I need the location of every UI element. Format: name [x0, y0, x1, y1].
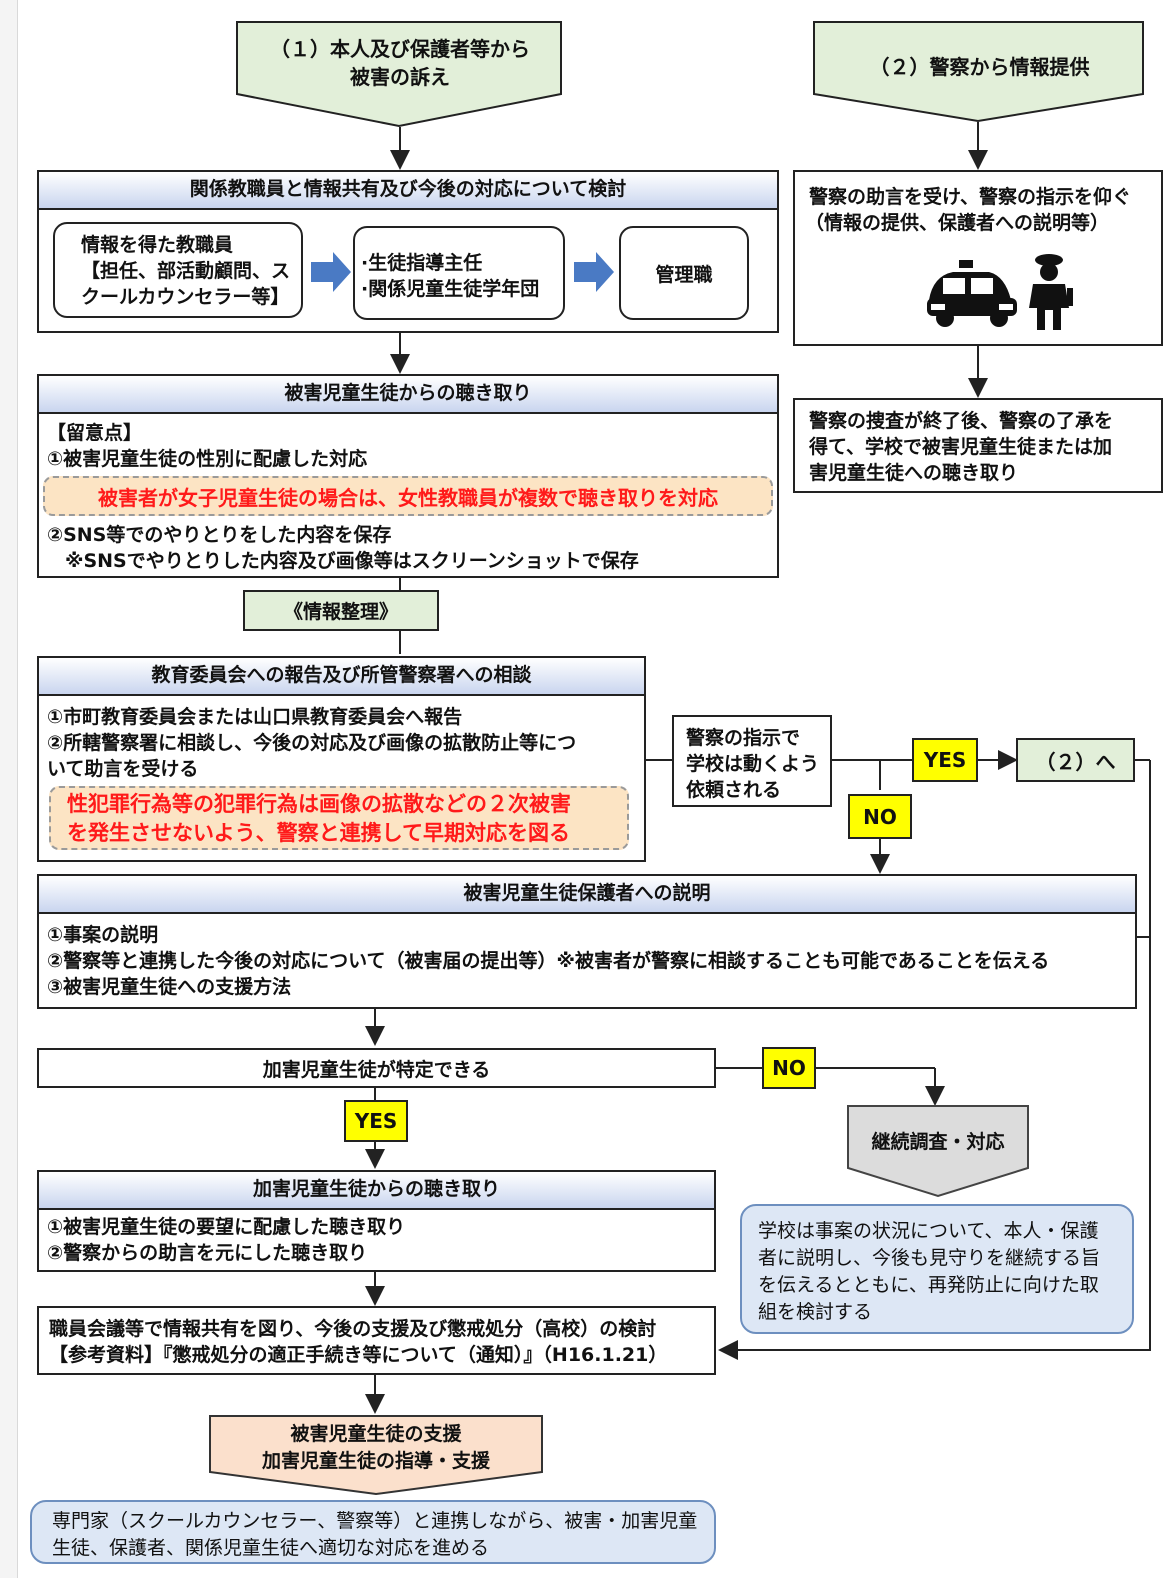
police-request-box: 警察の指示で 学校は動くよう 依頼される [672, 715, 832, 807]
left-edge-rule [0, 0, 18, 1578]
start-1-line-1: （１）本人及び保護者等から [270, 37, 530, 61]
support-line-1: 被害児童生徒の支援 [290, 1423, 462, 1445]
consult-box-a: 情報を得た教職員 【担任、部活動顧問、ス クールカウンセラー等】 [53, 222, 303, 318]
report-note-line-2: を発生させないよう、警察と連携して早期対応を図る [67, 821, 570, 845]
continue-note-line-1: 学校は事案の状況について、本人・保護 [758, 1220, 1099, 1242]
report-title: 教育委員会への報告及び所管警察署への相談 [39, 658, 644, 696]
police-request-line-1: 警察の指示で [686, 727, 801, 749]
start-1-shape [236, 21, 562, 128]
police-car-icon [927, 260, 1017, 327]
no-badge-identify: NO [762, 1047, 816, 1089]
guardian-title: 被害児童生徒保護者への説明 [39, 876, 1135, 914]
identify-box: 加害児童生徒が特定できる [37, 1048, 716, 1088]
police-advice-line-2: （情報の提供、保護者への説明等） [805, 212, 1110, 234]
consult-box-a-line-3: クールカウンセラー等】 [81, 286, 290, 308]
block-arrow-right-icon [311, 252, 351, 292]
yes-badge-identify: YES [344, 1100, 408, 1142]
info-sort-box: 《情報整理》 [243, 590, 439, 631]
staff-meeting-box: 職員会議等で情報共有を図り、今後の支援及び懲戒処分（高校）の検討 【参考資料】『… [37, 1306, 716, 1375]
consult-box-b-line-1: ·生徒指導主任 [361, 252, 483, 274]
report-note: 性犯罪行為等の犯罪行為は画像の拡散などの２次被害 を発生させないよう、警察と連携… [49, 786, 629, 850]
start-2-label: （２）警察から情報提供 [869, 54, 1090, 79]
no-badge-police: NO [848, 794, 912, 839]
consult-box-a-line-2: 【担任、部活動顧問、ス [81, 260, 291, 282]
offender-interview-title: 加害児童生徒からの聴き取り [39, 1172, 714, 1210]
yes-badge-police: YES [912, 738, 978, 782]
police-advice-line-1: 警察の助言を受け、警察の指示を仰ぐ [809, 186, 1132, 208]
block-arrow-right-icon [574, 252, 614, 292]
support-shape [209, 1415, 543, 1496]
continue-shape [847, 1105, 1029, 1198]
police-officer-icon [1029, 254, 1073, 330]
start-2-shape [813, 21, 1144, 123]
offender-interview-line-2: ②警察からの助言を元にした聴き取り [47, 1242, 368, 1264]
police-request-line-3: 依頼される [686, 779, 782, 801]
support-label: 被害児童生徒の支援 加害児童生徒の指導・支援 [208, 1420, 544, 1476]
consult-box-b-line-2: ·関係児童生徒学年団 [361, 278, 540, 300]
report-line-3: いて助言を受ける [47, 758, 199, 780]
report-note-line-1: 性犯罪行為等の犯罪行為は画像の拡散などの２次被害 [67, 792, 571, 816]
support-line-2: 加害児童生徒の指導・支援 [261, 1450, 490, 1472]
police-after-line-2: 得て、学校で被害児童生徒または加 [809, 436, 1113, 458]
consult-box-b: ·生徒指導主任 ·関係児童生徒学年団 [353, 226, 565, 320]
guardian-box: 被害児童生徒保護者への説明 ①事案の説明 ②警察等と連携した今後の対応について（… [37, 874, 1137, 1009]
police-request-line-2: 学校は動くよう [686, 753, 820, 775]
guardian-line-1: ①事案の説明 [47, 924, 159, 946]
victim-interview-title: 被害児童生徒からの聴き取り [39, 376, 777, 414]
report-line-1: ①市町教育委員会または山口県教育委員会へ報告 [47, 706, 463, 728]
victim-interview-line-3: ②SNS等でのやりとりをした内容を保存 [47, 524, 392, 546]
consult-box-a-line-1: 情報を得た教職員 [81, 234, 234, 256]
footer-note: 専門家（スクールカウンセラー、警察等）と連携しながら、被害・加害児童 生徒、保護… [30, 1500, 716, 1564]
continue-note-line-4: 組を検討する [758, 1301, 873, 1323]
staff-meeting-line-1: 職員会議等で情報共有を図り、今後の支援及び懲戒処分（高校）の検討 [49, 1318, 657, 1340]
victim-interview-box: 被害児童生徒からの聴き取り 【留意点】 ①被害児童生徒の性別に配慮した対応 被害… [37, 374, 779, 578]
consult-box-c: 管理職 [619, 226, 749, 320]
police-after-line-3: 害児童生徒への聴き取り [809, 462, 1019, 484]
continue-note-line-2: 者に説明し、今後も見守りを継続する旨 [758, 1247, 1101, 1269]
goto-2-box: （２）へ [1016, 738, 1135, 782]
footer-line-2: 生徒、保護者、関係児童生徒へ適切な対応を進める [52, 1537, 490, 1559]
consult-box: 関係教職員と情報共有及び今後の対応について検討 情報を得た教職員 【担任、部活動… [37, 170, 779, 333]
start-1-line-2: 被害の訴え [350, 65, 450, 89]
footer-line-1: 専門家（スクールカウンセラー、警察等）と連携しながら、被害・加害児童 [52, 1510, 698, 1532]
offender-interview-line-1: ①被害児童生徒の要望に配慮した聴き取り [47, 1216, 406, 1238]
consult-title: 関係教職員と情報共有及び今後の対応について検討 [39, 172, 777, 210]
staff-meeting-line-2: 【参考資料】『懲戒処分の適正手続き等について（通知）』（H16.1.21） [49, 1344, 668, 1366]
police-advice-box: 警察の助言を受け、警察の指示を仰ぐ （情報の提供、保護者への説明等） [793, 170, 1163, 346]
continue-note: 学校は事案の状況について、本人・保護 者に説明し、今後も見守りを継続する旨 を伝… [740, 1204, 1134, 1334]
guardian-line-2: ②警察等と連携した今後の対応について（被害届の提出等）※被害者が警察に相談するこ… [47, 950, 1050, 972]
continue-note-line-3: を伝えるとともに、再発防止に向けた取 [758, 1274, 1099, 1296]
continue-label: 継続調査・対応 [871, 1130, 1005, 1153]
victim-interview-line-1: 【留意点】 [47, 422, 143, 444]
start-1-label: （１）本人及び保護者等から 被害の訴え [235, 28, 565, 98]
police-after-box: 警察の捜査が終了後、警察の了承を 得て、学校で被害児童生徒または加 害児童生徒へ… [793, 398, 1163, 493]
report-line-2: ②所轄警察署に相談し、今後の対応及び画像の拡散防止等につ [47, 732, 577, 754]
report-box: 教育委員会への報告及び所管警察署への相談 ①市町教育委員会または山口県教育委員会… [37, 656, 646, 862]
police-after-line-1: 警察の捜査が終了後、警察の了承を [809, 410, 1114, 432]
victim-interview-note: 被害者が女子児童生徒の場合は、女性教職員が複数で聴き取りを対応 [43, 476, 773, 516]
victim-interview-line-2: ①被害児童生徒の性別に配慮した対応 [47, 448, 368, 470]
victim-interview-line-4: ※SNSでやりとりした内容及び画像等はスクリーンショットで保存 [65, 550, 639, 572]
guardian-line-3: ③被害児童生徒への支援方法 [47, 976, 292, 998]
offender-interview-box: 加害児童生徒からの聴き取り ①被害児童生徒の要望に配慮した聴き取り ②警察からの… [37, 1170, 716, 1272]
